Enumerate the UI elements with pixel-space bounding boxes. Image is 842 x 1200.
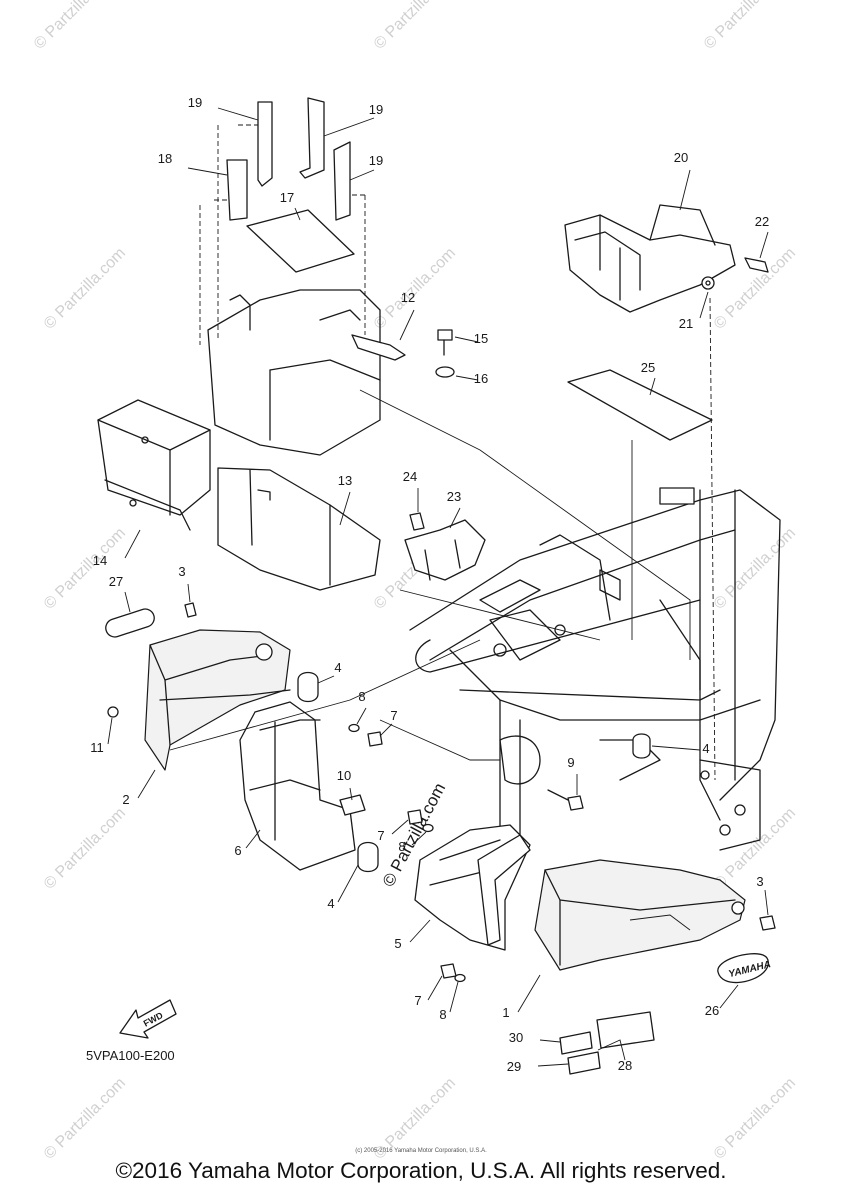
callout-7: 7 bbox=[377, 828, 384, 843]
callout-19: 19 bbox=[188, 95, 202, 110]
callout-25: 25 bbox=[641, 360, 655, 375]
leader-lines bbox=[107, 107, 769, 1067]
watermark: © Partzilla.com bbox=[41, 245, 129, 333]
callout-13: 13 bbox=[338, 473, 352, 488]
callout-28: 28 bbox=[618, 1058, 632, 1073]
callout-26: 26 bbox=[705, 1003, 719, 1018]
callout-2: 2 bbox=[122, 792, 129, 807]
callout-21: 21 bbox=[679, 316, 693, 331]
callout-22: 22 bbox=[755, 214, 769, 229]
callout-10: 10 bbox=[337, 768, 351, 783]
cover-part-5 bbox=[414, 824, 531, 983]
callout-23: 23 bbox=[447, 489, 461, 504]
callout-30: 30 bbox=[509, 1030, 523, 1045]
callout-3: 3 bbox=[178, 564, 185, 579]
watermark-layer: © Partzilla.com © Partzilla.com © Partzi… bbox=[31, 0, 799, 1163]
callout-19: 19 bbox=[369, 102, 383, 117]
side-cover-right-part-1: YAMAHA bbox=[534, 859, 776, 984]
callout-24: 24 bbox=[403, 469, 417, 484]
callout-1: 1 bbox=[502, 1005, 509, 1020]
callout-20: 20 bbox=[674, 150, 688, 165]
bolt-part-9 bbox=[547, 789, 584, 811]
diagram-code: 5VPA100-E200 bbox=[86, 1048, 175, 1063]
frame-structure bbox=[409, 487, 781, 861]
fwd-arrow-icon: FWD bbox=[119, 999, 177, 1039]
side-cover-left-part-2 bbox=[105, 602, 291, 771]
battery-box-assembly bbox=[199, 97, 406, 591]
callout-4: 4 bbox=[702, 741, 709, 756]
callout-14: 14 bbox=[93, 553, 107, 568]
bracket-part-20 bbox=[564, 204, 769, 781]
callout-8: 8 bbox=[439, 1007, 446, 1022]
small-copyright: (c) 2005-2016 Yamaha Motor Corporation, … bbox=[355, 1148, 487, 1154]
callout-7: 7 bbox=[390, 708, 397, 723]
callout-18: 18 bbox=[158, 151, 172, 166]
callout-17: 17 bbox=[280, 190, 294, 205]
callout-9: 9 bbox=[567, 755, 574, 770]
battery-part-14 bbox=[97, 399, 211, 531]
labels-parts-28-30 bbox=[559, 1011, 655, 1075]
callout-19: 19 bbox=[369, 153, 383, 168]
watermark: © Partzilla.com bbox=[701, 0, 789, 53]
side-cover-part-6 bbox=[239, 701, 434, 871]
fasteners-upper bbox=[404, 329, 486, 581]
callout-8: 8 bbox=[358, 689, 365, 704]
callout-16: 16 bbox=[474, 371, 488, 386]
callout-4: 4 bbox=[334, 660, 341, 675]
watermark: © Partzilla.com bbox=[371, 0, 459, 53]
callout-29: 29 bbox=[507, 1059, 521, 1074]
callout-7: 7 bbox=[414, 993, 421, 1008]
callout-27: 27 bbox=[109, 574, 123, 589]
grommets-part-4 bbox=[297, 671, 651, 873]
pad-part-25 bbox=[567, 369, 713, 640]
watermark: © Partzilla.com bbox=[41, 805, 129, 893]
watermark: © Partzilla.com bbox=[711, 525, 799, 613]
callout-6: 6 bbox=[234, 843, 241, 858]
callout-8: 8 bbox=[398, 839, 405, 854]
watermark: © Partzilla.com bbox=[41, 525, 129, 613]
callout-4: 4 bbox=[327, 896, 334, 911]
callout-12: 12 bbox=[401, 290, 415, 305]
watermark: © Partzilla.com bbox=[31, 0, 119, 53]
copyright-footer: ©2016 Yamaha Motor Corporation, U.S.A. A… bbox=[115, 1158, 727, 1183]
callout-5: 5 bbox=[394, 936, 401, 951]
callout-15: 15 bbox=[474, 331, 488, 346]
callout-3: 3 bbox=[756, 874, 763, 889]
callout-11: 11 bbox=[90, 740, 104, 755]
watermark: © Partzilla.com bbox=[371, 245, 459, 333]
